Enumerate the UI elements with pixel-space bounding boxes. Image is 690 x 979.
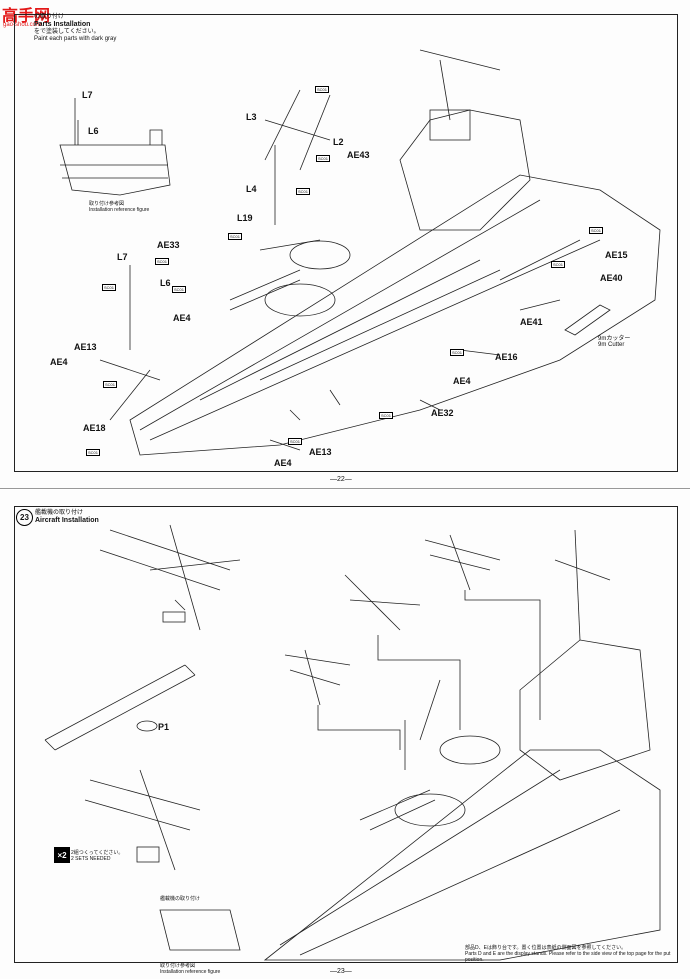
part-label-P1: P1 (158, 722, 170, 732)
top-frame (14, 14, 678, 472)
label-AE33: AE33 (157, 240, 180, 250)
paint-code-tag: SC01 (288, 438, 303, 445)
step-number-badge: 23 (16, 509, 33, 526)
paint-code-tag: SC01 (102, 284, 117, 291)
ref-figure-caption: 艦載機の取り付け (160, 896, 201, 902)
display-stand-note: 部品D、Eは飾り台です。置く位置は表紙の側面図を参照してください。Parts D… (465, 945, 671, 963)
page-number: —22— (330, 476, 352, 483)
label-L3: L3 (246, 112, 257, 122)
instruction-page-23: 23 艦載機の取り付け Aircraft Installation (0, 490, 690, 979)
paint-code-tag: SC01 (155, 258, 170, 265)
watermark-url: gao-shou.com (3, 22, 42, 28)
paint-code-tag: SC01 (450, 349, 465, 356)
label-L6: L6 (88, 126, 99, 136)
sets-multiplier-badge: ×2 (54, 847, 70, 863)
label-L19: L19 (237, 213, 253, 223)
ship-diagram-top (59, 49, 661, 456)
paint-code-tag: SC01 (228, 233, 243, 240)
paint-code-tag: SC01 (172, 286, 187, 293)
paint-code-tag: SC01 (316, 155, 331, 162)
label-AE4: AE4 (173, 313, 191, 323)
paint-code-tag: SC01 (86, 449, 101, 456)
page-number: —23— (330, 968, 352, 975)
step-header: の取り付け Parts Installation をで塗装してください。 Pai… (34, 14, 117, 42)
label-AE16: AE16 (495, 352, 518, 362)
paint-code-tag: SC01 (379, 412, 394, 419)
label-L7: L7 (82, 90, 93, 100)
sets-needed-note: 2組つくってください。2 SETS NEEDED (71, 850, 124, 862)
label-L2: L2 (333, 137, 344, 147)
label-AE4b: AE4 (50, 357, 68, 367)
label-AE41: AE41 (520, 317, 543, 327)
label-L6b: L6 (160, 278, 171, 288)
paint-code-tag: SC01 (296, 188, 311, 195)
label-AE43: AE43 (347, 150, 370, 160)
label-AE13b: AE13 (309, 447, 332, 457)
label-AE32: AE32 (431, 408, 454, 418)
label-AE13: AE13 (74, 342, 97, 352)
label-AE15: AE15 (605, 250, 628, 260)
bottom-frame (14, 506, 678, 963)
label-AE40: AE40 (600, 273, 623, 283)
label-AE4d: AE4 (274, 458, 292, 468)
paint-code-tag: SC01 (315, 86, 330, 93)
paint-code-tag: SC01 (551, 261, 566, 268)
paint-code-tag: SC01 (103, 381, 118, 388)
label-AE18: AE18 (83, 423, 106, 433)
paint-code-tag: SC01 (589, 227, 604, 234)
label-L4: L4 (246, 184, 257, 194)
instruction-page-22: 高手网 gao-shou.com の取り付け Parts Installatio… (0, 0, 690, 489)
ship-diagram-bottom (44, 524, 661, 961)
label-L7b: L7 (117, 252, 128, 262)
step-title: 艦載機の取り付け Aircraft Installation (35, 510, 99, 524)
label-AE4c: AE4 (453, 376, 471, 386)
